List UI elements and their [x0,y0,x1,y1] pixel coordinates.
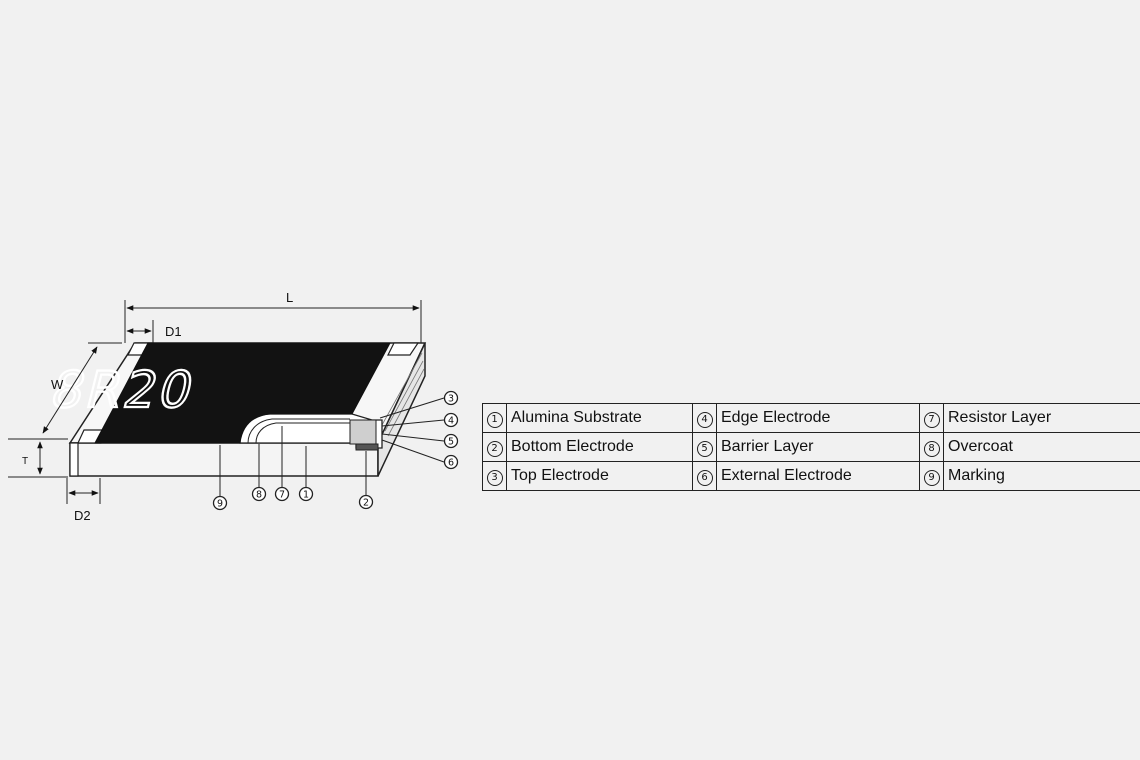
dimension-d2: D2 [66,478,101,523]
callout-5-number: 5 [448,437,454,448]
legend-number-badge: 9 [923,469,940,486]
dimension-d1-label: D1 [165,324,182,339]
dimension-t-label: T [22,456,28,467]
substrate-front-face [69,442,379,477]
legend-number-badge: 3 [486,469,503,486]
callout-1: 1 [298,486,314,502]
callout-5: 5 [443,433,459,449]
legend-label-top-electrode: Top Electrode [506,461,693,491]
layer-line-2 [255,422,350,444]
callout-3-number: 3 [448,394,454,405]
callout-2: 2 [358,494,374,510]
callout-4: 4 [443,412,459,428]
bottom-electrode-block [355,443,379,451]
legend-table: 1 Alumina Substrate 4 Edge Electrode 7 R… [482,403,1140,491]
dimension-d2-label: D2 [74,508,91,523]
legend-label-barrier-layer: Barrier Layer [716,432,920,462]
legend-number-badge: 5 [696,440,713,457]
legend-number-badge: 4 [696,411,713,428]
back-right-electrode [387,342,420,356]
overcoat [94,342,391,444]
left-electrode-front [69,442,79,477]
legend-label-edge-electrode: Edge Electrode [716,403,920,433]
callout-8: 8 [251,486,267,502]
callout-8-number: 8 [256,490,262,501]
dimension-t: T [8,438,68,478]
legend-row: 3 Top Electrode 6 External Electrode 9 M… [482,461,1140,491]
callout-6: 6 [443,454,459,470]
legend-label-external-electrode: External Electrode [716,461,920,491]
barrier-block [349,419,377,445]
callout-7: 7 [274,486,290,502]
legend-number-badge: 2 [486,440,503,457]
callout-6-number: 6 [448,458,454,469]
dimension-l-label: L [286,290,293,305]
legend-number-badge: 7 [923,411,940,428]
legend-label-alumina-substrate: Alumina Substrate [506,403,693,433]
resistor-chip: 8R20 [44,342,427,477]
dimension-w-label: W [51,377,64,392]
callout-9-number: 9 [217,499,223,510]
callout-9: 9 [212,495,228,511]
legend-label-overcoat: Overcoat [943,432,1140,462]
legend-number-badge: 1 [486,411,503,428]
legend-number-badge: 8 [923,440,940,457]
callout-2-number: 2 [363,498,369,509]
legend-label-marking: Marking [943,461,1140,491]
callout-3: 3 [443,390,459,406]
callout-leaders [219,397,445,496]
dimension-l: L [124,290,422,343]
dimension-d1: D1 [126,320,182,343]
legend-row: 2 Bottom Electrode 5 Barrier Layer 8 Ove… [482,432,1140,462]
marking-text: 8R20 [46,361,203,419]
callout-4-number: 4 [448,416,454,427]
legend-number-badge: 6 [696,469,713,486]
legend-row: 1 Alumina Substrate 4 Edge Electrode 7 R… [482,403,1140,433]
callout-1-number: 1 [303,490,309,501]
dimension-w: W [42,342,122,434]
legend-label-bottom-electrode: Bottom Electrode [506,432,693,462]
callout-7-number: 7 [279,490,285,501]
legend-label-resistor-layer: Resistor Layer [943,403,1140,433]
layer-line-1 [247,418,350,444]
